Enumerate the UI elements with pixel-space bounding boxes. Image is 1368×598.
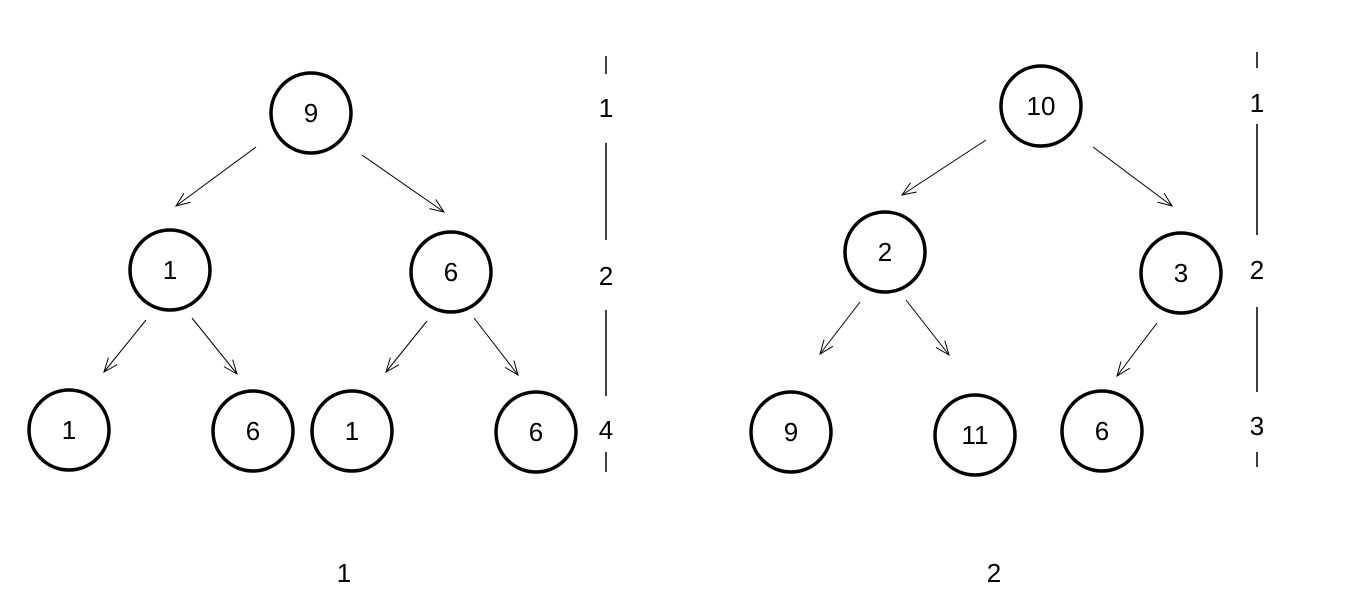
arrowhead-icon xyxy=(223,359,238,376)
edge-a-l-to-a-ll xyxy=(103,319,147,374)
edge-a-r-to-a-rl xyxy=(385,320,428,374)
tree-2-node-b-root: 10 xyxy=(999,64,1083,148)
tree-1-node-a-rl: 1 xyxy=(310,389,394,473)
tree-1-node-a-ll: 1 xyxy=(27,388,111,472)
node-circle xyxy=(843,210,927,294)
edge-line xyxy=(1092,146,1173,207)
edge-b-l-to-b-lr xyxy=(905,299,950,357)
tree-2-level-axis: 1 2 3 xyxy=(1250,52,1264,467)
arrowhead-icon xyxy=(1157,192,1174,207)
level-label: 3 xyxy=(1250,411,1264,441)
tree-2-node-b-l: 2 xyxy=(843,210,927,294)
arrowhead-icon xyxy=(935,340,950,357)
edge-a-root-to-a-l xyxy=(174,146,257,207)
tree-1-node-a-root: 9 xyxy=(269,71,353,155)
tree-2-node-b-ll: 9 xyxy=(749,390,833,474)
arrowhead-icon xyxy=(174,192,191,207)
tree-2-node-b-rl: 6 xyxy=(1060,389,1144,473)
edge-line xyxy=(385,320,428,373)
arrowhead-icon xyxy=(900,182,917,196)
node-value: 6 xyxy=(529,417,543,447)
edges-layer xyxy=(103,139,1174,378)
node-circle xyxy=(269,71,353,155)
edge-a-root-to-a-r xyxy=(361,154,446,213)
tree-caption-2: 2 xyxy=(987,558,1001,588)
tree-1-node-a-rr: 6 xyxy=(494,390,578,474)
edge-b-root-to-b-r xyxy=(1092,146,1174,207)
level-label: 4 xyxy=(599,415,613,445)
node-circle xyxy=(999,64,1083,148)
edge-line xyxy=(191,317,238,375)
node-value: 1 xyxy=(62,415,76,445)
node-value: 1 xyxy=(345,416,359,446)
node-circle xyxy=(310,389,394,473)
arrowhead-icon xyxy=(385,357,400,374)
level-label: 2 xyxy=(1250,255,1264,285)
tree-1-node-a-l: 1 xyxy=(128,228,212,312)
node-circle xyxy=(211,389,295,473)
edge-b-r-to-b-rl xyxy=(1116,322,1158,378)
node-circle xyxy=(1139,231,1223,315)
edge-line xyxy=(103,319,147,373)
tree-1-node-a-lr: 6 xyxy=(211,389,295,473)
arrowhead-icon xyxy=(504,360,519,377)
nodes-layer: 9 1 6 1 6 1 6 10 2 3 9 11 6 xyxy=(27,64,1223,477)
level-label: 2 xyxy=(599,261,613,291)
edge-line xyxy=(175,146,257,207)
node-circle xyxy=(27,388,111,472)
arrowhead-icon xyxy=(819,339,834,356)
node-value: 2 xyxy=(878,237,892,267)
level-label: 1 xyxy=(599,93,613,123)
captions-layer: 1 2 xyxy=(337,558,1001,588)
node-value: 9 xyxy=(784,417,798,447)
node-circle xyxy=(1060,389,1144,473)
edge-a-l-to-a-lr xyxy=(191,317,238,376)
edge-line xyxy=(361,154,445,213)
tree-2-node-b-lr: 11 xyxy=(933,393,1017,477)
node-circle xyxy=(409,230,493,314)
tree-2-node-b-r: 3 xyxy=(1139,231,1223,315)
edge-line xyxy=(473,317,519,376)
node-circle xyxy=(494,390,578,474)
node-value: 6 xyxy=(246,416,260,446)
tree-1-level-axis: 1 2 4 xyxy=(599,56,613,472)
node-circle xyxy=(749,390,833,474)
node-circle xyxy=(128,228,212,312)
level-label: 1 xyxy=(1250,88,1264,118)
edge-a-r-to-a-rr xyxy=(473,317,519,377)
node-value: 6 xyxy=(1095,416,1109,446)
edge-line xyxy=(905,299,950,356)
edge-line xyxy=(1116,322,1158,377)
node-value: 10 xyxy=(1027,91,1056,121)
node-value: 11 xyxy=(962,420,989,450)
node-value: 9 xyxy=(304,98,318,128)
arrowhead-icon xyxy=(103,357,118,374)
node-value: 3 xyxy=(1174,258,1188,288)
arrowhead-icon xyxy=(1116,361,1131,378)
edge-line xyxy=(901,139,987,196)
tree-1-node-a-r: 6 xyxy=(409,230,493,314)
node-value: 6 xyxy=(444,257,458,287)
tree-caption-1: 1 xyxy=(337,558,351,588)
arrowhead-icon xyxy=(429,199,446,213)
node-circle xyxy=(933,393,1017,477)
edge-b-root-to-b-l xyxy=(900,139,987,196)
edge-line xyxy=(819,301,861,355)
node-value: 1 xyxy=(163,255,177,285)
level-axes-layer: 1 2 4 1 2 3 xyxy=(599,52,1264,472)
edge-b-l-to-b-ll xyxy=(819,301,861,356)
